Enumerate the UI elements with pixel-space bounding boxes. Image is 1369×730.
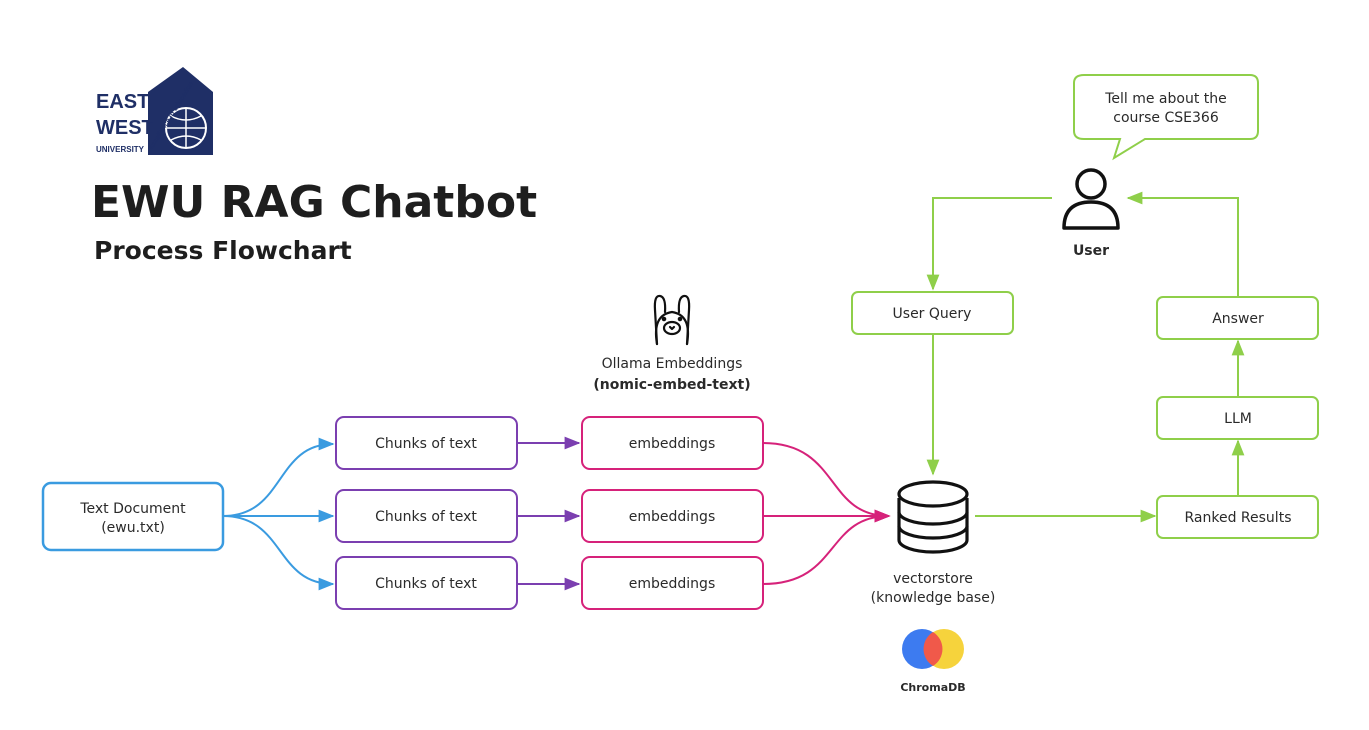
chunks-to-embeddings-arrows: [517, 436, 581, 591]
llm-node[interactable]: LLM: [1156, 396, 1319, 440]
chunk-node-2[interactable]: Chunks of text: [335, 489, 518, 543]
page-subtitle: Process Flowchart: [94, 236, 352, 265]
chunk-label: Chunks of text: [375, 576, 477, 592]
chromadb-label: ChromaDB: [900, 681, 965, 694]
page-title: EWU RAG Chatbot: [91, 177, 537, 228]
embedding-label: embeddings: [629, 436, 715, 452]
llama-icon: [653, 294, 691, 346]
text-document-label: Text Document: [79, 501, 186, 517]
database-icon[interactable]: [897, 480, 969, 554]
user-query-node[interactable]: User Query: [851, 291, 1014, 335]
chromadb-logo: [902, 629, 964, 669]
embedding-node-2[interactable]: embeddings: [581, 489, 764, 543]
text-document-filename: (ewu.txt): [101, 520, 165, 536]
logo-line-university: UNIVERSITY: [96, 145, 145, 154]
query-flow-arrows: [926, 191, 1245, 523]
embedding-label: embeddings: [629, 576, 715, 592]
answer-label: Answer: [1212, 311, 1264, 327]
vectorstore-sublabel: (knowledge base): [871, 590, 996, 606]
chunk-label: Chunks of text: [375, 436, 477, 452]
ranked-results-label: Ranked Results: [1185, 510, 1292, 526]
document-to-chunks-arrows: [222, 437, 335, 591]
user-query-label: User Query: [893, 306, 972, 322]
user-label: User: [1073, 243, 1109, 259]
logo-line-east: EAST: [96, 91, 149, 113]
chunk-node-1[interactable]: Chunks of text: [335, 416, 518, 470]
embedding-node-3[interactable]: embeddings: [581, 556, 764, 610]
answer-node[interactable]: Answer: [1156, 296, 1319, 340]
university-logo: EAST WEST UNIVERSITY excellence in educa…: [96, 67, 213, 155]
embedding-node-1[interactable]: embeddings: [581, 416, 764, 470]
chunk-node-3[interactable]: Chunks of text: [335, 556, 518, 610]
ollama-embeddings-label: Ollama Embeddings: [602, 356, 743, 372]
ollama-model-label: (nomic-embed-text): [593, 377, 750, 393]
llm-label: LLM: [1224, 411, 1252, 427]
embeddings-to-vectorstore-arrows: [762, 442, 891, 585]
vectorstore-label: vectorstore: [893, 571, 973, 587]
ranked-results-node[interactable]: Ranked Results: [1156, 495, 1319, 539]
chunk-label: Chunks of text: [375, 509, 477, 525]
logo-line-west: WEST: [96, 117, 154, 139]
speech-bubble-line-2: course CSE366: [1113, 110, 1219, 126]
embedding-label: embeddings: [629, 509, 715, 525]
speech-bubble-line-1: Tell me about the: [1104, 91, 1227, 107]
logo-house-shape: [148, 67, 213, 155]
user-icon[interactable]: [1062, 168, 1120, 230]
speech-bubble: Tell me about the course CSE366: [1073, 74, 1259, 161]
text-document-node[interactable]: Text Document (ewu.txt): [41, 481, 225, 552]
